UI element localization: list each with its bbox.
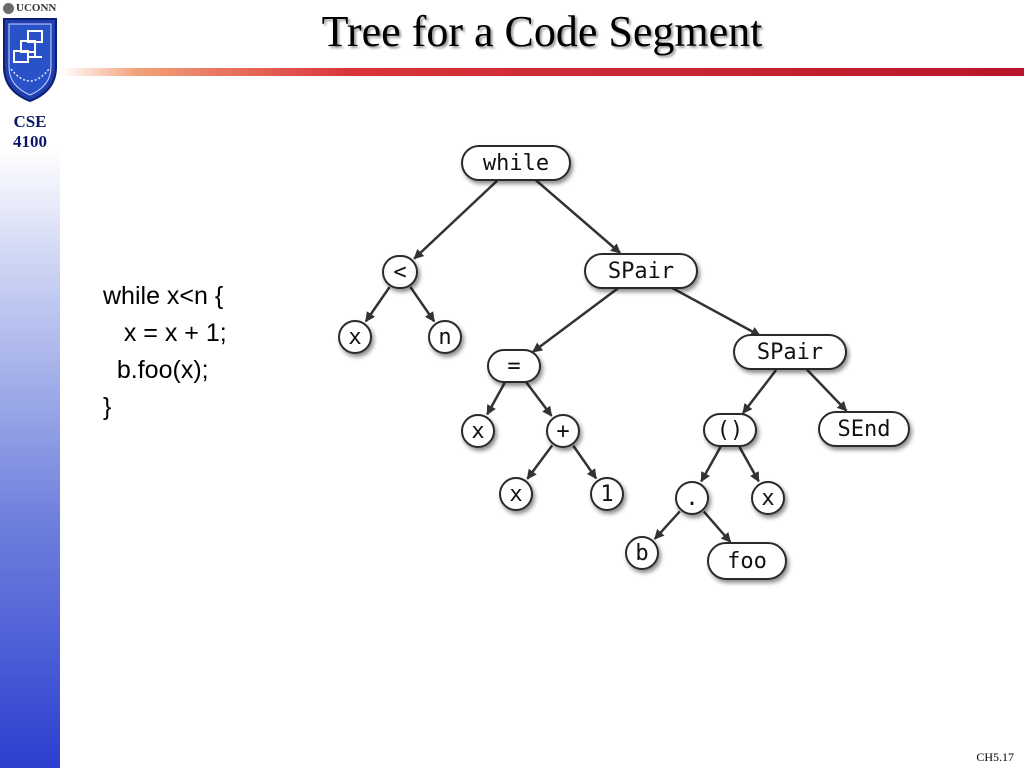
tree-node-shape <box>625 536 659 570</box>
tree-node-plus: + <box>546 414 580 448</box>
code-segment: while x<n { x = x + 1; b.foo(x); } <box>103 278 227 426</box>
tree-edge-dot-b <box>653 510 681 540</box>
tree-edge-call-dot <box>700 446 722 483</box>
tree-node-label: b <box>635 541 648 566</box>
tree-edge-spair2-send <box>806 368 848 412</box>
tree-node-shape <box>382 255 418 289</box>
tree-edge-while-spair1 <box>535 179 621 254</box>
tree-node-while: while <box>461 145 571 181</box>
tree-node-label: x <box>348 325 361 350</box>
tree-edge-lt-n <box>409 286 436 323</box>
tree-node-shape <box>499 477 533 511</box>
tree-node-foo: foo <box>707 542 787 580</box>
org-label: UCONN <box>16 2 57 14</box>
tree-edge-call-x4 <box>738 446 760 483</box>
tree-node-label: < <box>393 260 406 285</box>
code-line: b.foo(x); <box>103 356 209 384</box>
uconn-header: UCONN <box>3 1 56 15</box>
tree-node-assign: = <box>487 349 541 383</box>
tree-node-label: x <box>471 419 484 444</box>
tree-node-shape <box>428 320 462 354</box>
tree-edge-plus-one <box>572 445 598 480</box>
tree-edge-spair1-spair2 <box>669 285 761 337</box>
tree-node-x2: x <box>461 414 495 448</box>
tree-node-shape <box>584 253 698 289</box>
tree-node-b: b <box>625 536 659 570</box>
tree-node-send: SEnd <box>818 411 910 447</box>
tree-node-shape <box>751 481 785 515</box>
tree-node-dot: . <box>675 481 709 515</box>
tree-edge-assign-x2 <box>486 382 506 416</box>
tree-node-shape <box>461 145 571 181</box>
course-prefix: CSE <box>13 112 47 131</box>
tree-node-label: x <box>509 482 522 507</box>
tree-node-shape <box>461 414 495 448</box>
tree-edge-dot-foo <box>702 510 732 543</box>
tree-node-x1: x <box>338 320 372 354</box>
tree-node-spair2: SPair <box>733 334 847 370</box>
tree-node-shape <box>338 320 372 354</box>
tree-node-label: + <box>556 419 569 444</box>
tree-node-x4: x <box>751 481 785 515</box>
tree-edge-spair1-assign <box>532 286 620 353</box>
page-number: CH5.17 <box>976 750 1014 764</box>
tree-node-spair1: SPair <box>584 253 698 289</box>
tree-edge-lt-x1 <box>364 286 391 323</box>
tree-edge-while-lt <box>413 179 499 260</box>
tree-node-x3: x <box>499 477 533 511</box>
tree-node-call: () <box>703 413 757 447</box>
tree-node-label: = <box>507 354 520 379</box>
tree-node-label: SEnd <box>838 417 891 442</box>
code-line: x = x + 1; <box>103 319 227 347</box>
tree-node-shape <box>818 411 910 447</box>
tree-node-label: SPair <box>757 340 823 365</box>
tree-node-n: n <box>428 320 462 354</box>
uconn-seal-icon <box>3 2 14 14</box>
tree-node-label: () <box>717 418 744 443</box>
sidebar: UCONN CSE 4100 <box>0 0 60 768</box>
tree-node-label: . <box>685 486 698 511</box>
tree-node-shape <box>590 477 624 511</box>
tree-edge-spair2-call <box>741 369 778 414</box>
title-divider <box>60 68 1024 76</box>
code-line: } <box>103 393 112 421</box>
course-number: 4100 <box>13 132 47 151</box>
tree-node-label: x <box>761 486 774 511</box>
department-logo-icon <box>3 18 57 103</box>
tree-node-label: 1 <box>600 482 613 507</box>
tree-node-shape <box>733 334 847 370</box>
slide-title: Tree for a Code Segment <box>321 7 763 56</box>
tree-node-label: n <box>438 325 451 350</box>
code-line: while x<n { <box>103 282 224 310</box>
tree-node-shape <box>675 481 709 515</box>
tree-node-label: while <box>483 151 549 176</box>
course-code: CSE 4100 <box>0 112 60 152</box>
tree-node-shape <box>703 413 757 447</box>
tree-node-shape <box>546 414 580 448</box>
tree-node-label: foo <box>727 549 767 574</box>
tree-node-one: 1 <box>590 477 624 511</box>
tree-edge-assign-plus <box>525 381 553 417</box>
tree-node-lt: < <box>382 255 418 289</box>
tree-node-shape <box>487 349 541 383</box>
tree-edge-plus-x3 <box>526 444 554 480</box>
tree-node-shape <box>707 542 787 580</box>
tree-node-label: SPair <box>608 259 674 284</box>
